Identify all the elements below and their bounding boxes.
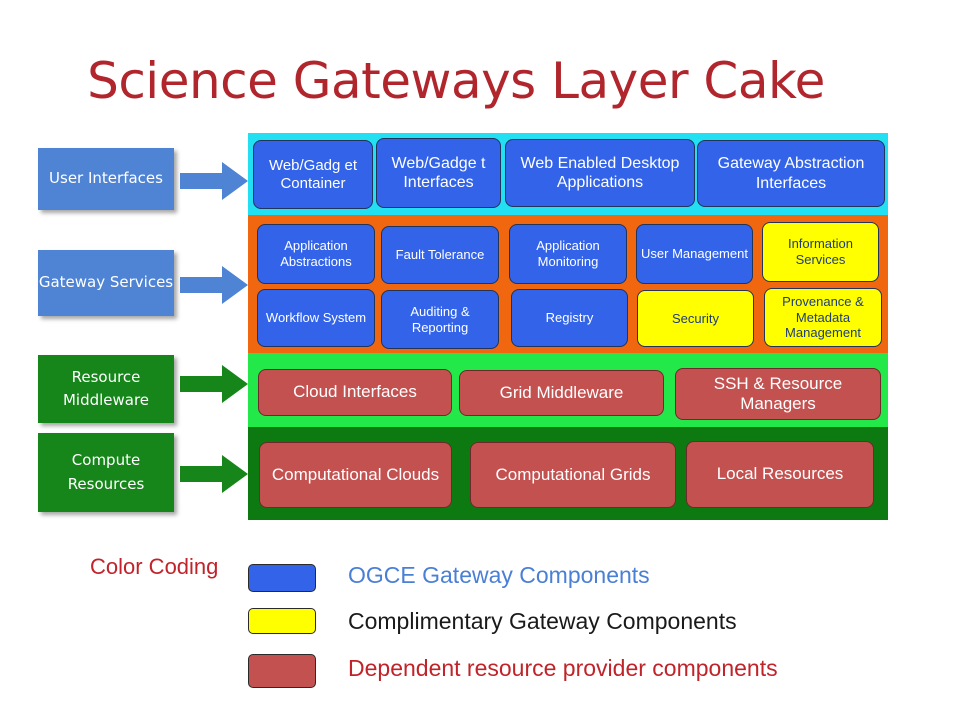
- auditing-reporting-box: Auditing & Reporting: [381, 290, 499, 349]
- computational-clouds-box: Computational Clouds: [259, 442, 452, 508]
- compute-resources-arrow-icon: [180, 455, 248, 493]
- computational-grids-box: Computational Grids: [470, 442, 676, 508]
- web-gadget-container-box: Web/Gadg et Container: [253, 140, 373, 209]
- local-resources-box: Local Resources: [686, 441, 874, 508]
- application-monitoring-box: Application Monitoring: [509, 224, 627, 284]
- complimentary-legend-label: Complimentary Gateway Components: [348, 608, 737, 634]
- compute-resources-label: Compute Resources: [38, 433, 174, 512]
- ssh-resource-managers-box: SSH & Resource Managers: [675, 368, 881, 420]
- gateway-services-label: Gateway Services: [38, 250, 174, 316]
- security-box: Security: [637, 290, 754, 347]
- dependent-swatch: [248, 654, 316, 688]
- cloud-interfaces-box: Cloud Interfaces: [258, 369, 452, 416]
- workflow-system-box: Workflow System: [257, 289, 375, 347]
- web-enabled-desktop-applications-box: Web Enabled Desktop Applications: [505, 139, 695, 207]
- provenance-metadata-management-box: Provenance & Metadata Management: [764, 288, 882, 347]
- dependent-legend-label: Dependent resource provider components: [348, 655, 778, 681]
- complimentary-swatch: [248, 608, 316, 634]
- user-interfaces-arrow-icon: [180, 162, 248, 200]
- user-interfaces-label: User Interfaces: [38, 148, 174, 210]
- ogce-legend-label: OGCE Gateway Components: [348, 562, 650, 588]
- application-abstractions-box: Application Abstractions: [257, 224, 375, 284]
- resource-middleware-arrow-icon: [180, 365, 248, 403]
- grid-middleware-box: Grid Middleware: [459, 370, 664, 416]
- page-title: Science Gateways Layer Cake: [87, 52, 825, 110]
- gateway-abstraction-interfaces-box: Gateway Abstraction Interfaces: [697, 140, 885, 207]
- resource-middleware-label: Resource Middleware: [38, 355, 174, 423]
- fault-tolerance-box: Fault Tolerance: [381, 226, 499, 284]
- ogce-swatch: [248, 564, 316, 592]
- color-coding-heading: Color Coding: [90, 554, 219, 579]
- web-gadget-interfaces-box: Web/Gadge t Interfaces: [376, 138, 501, 208]
- registry-box: Registry: [511, 289, 628, 347]
- user-management-box: User Management: [636, 224, 753, 284]
- information-services-box: Information Services: [762, 222, 879, 282]
- gateway-services-arrow-icon: [180, 266, 248, 304]
